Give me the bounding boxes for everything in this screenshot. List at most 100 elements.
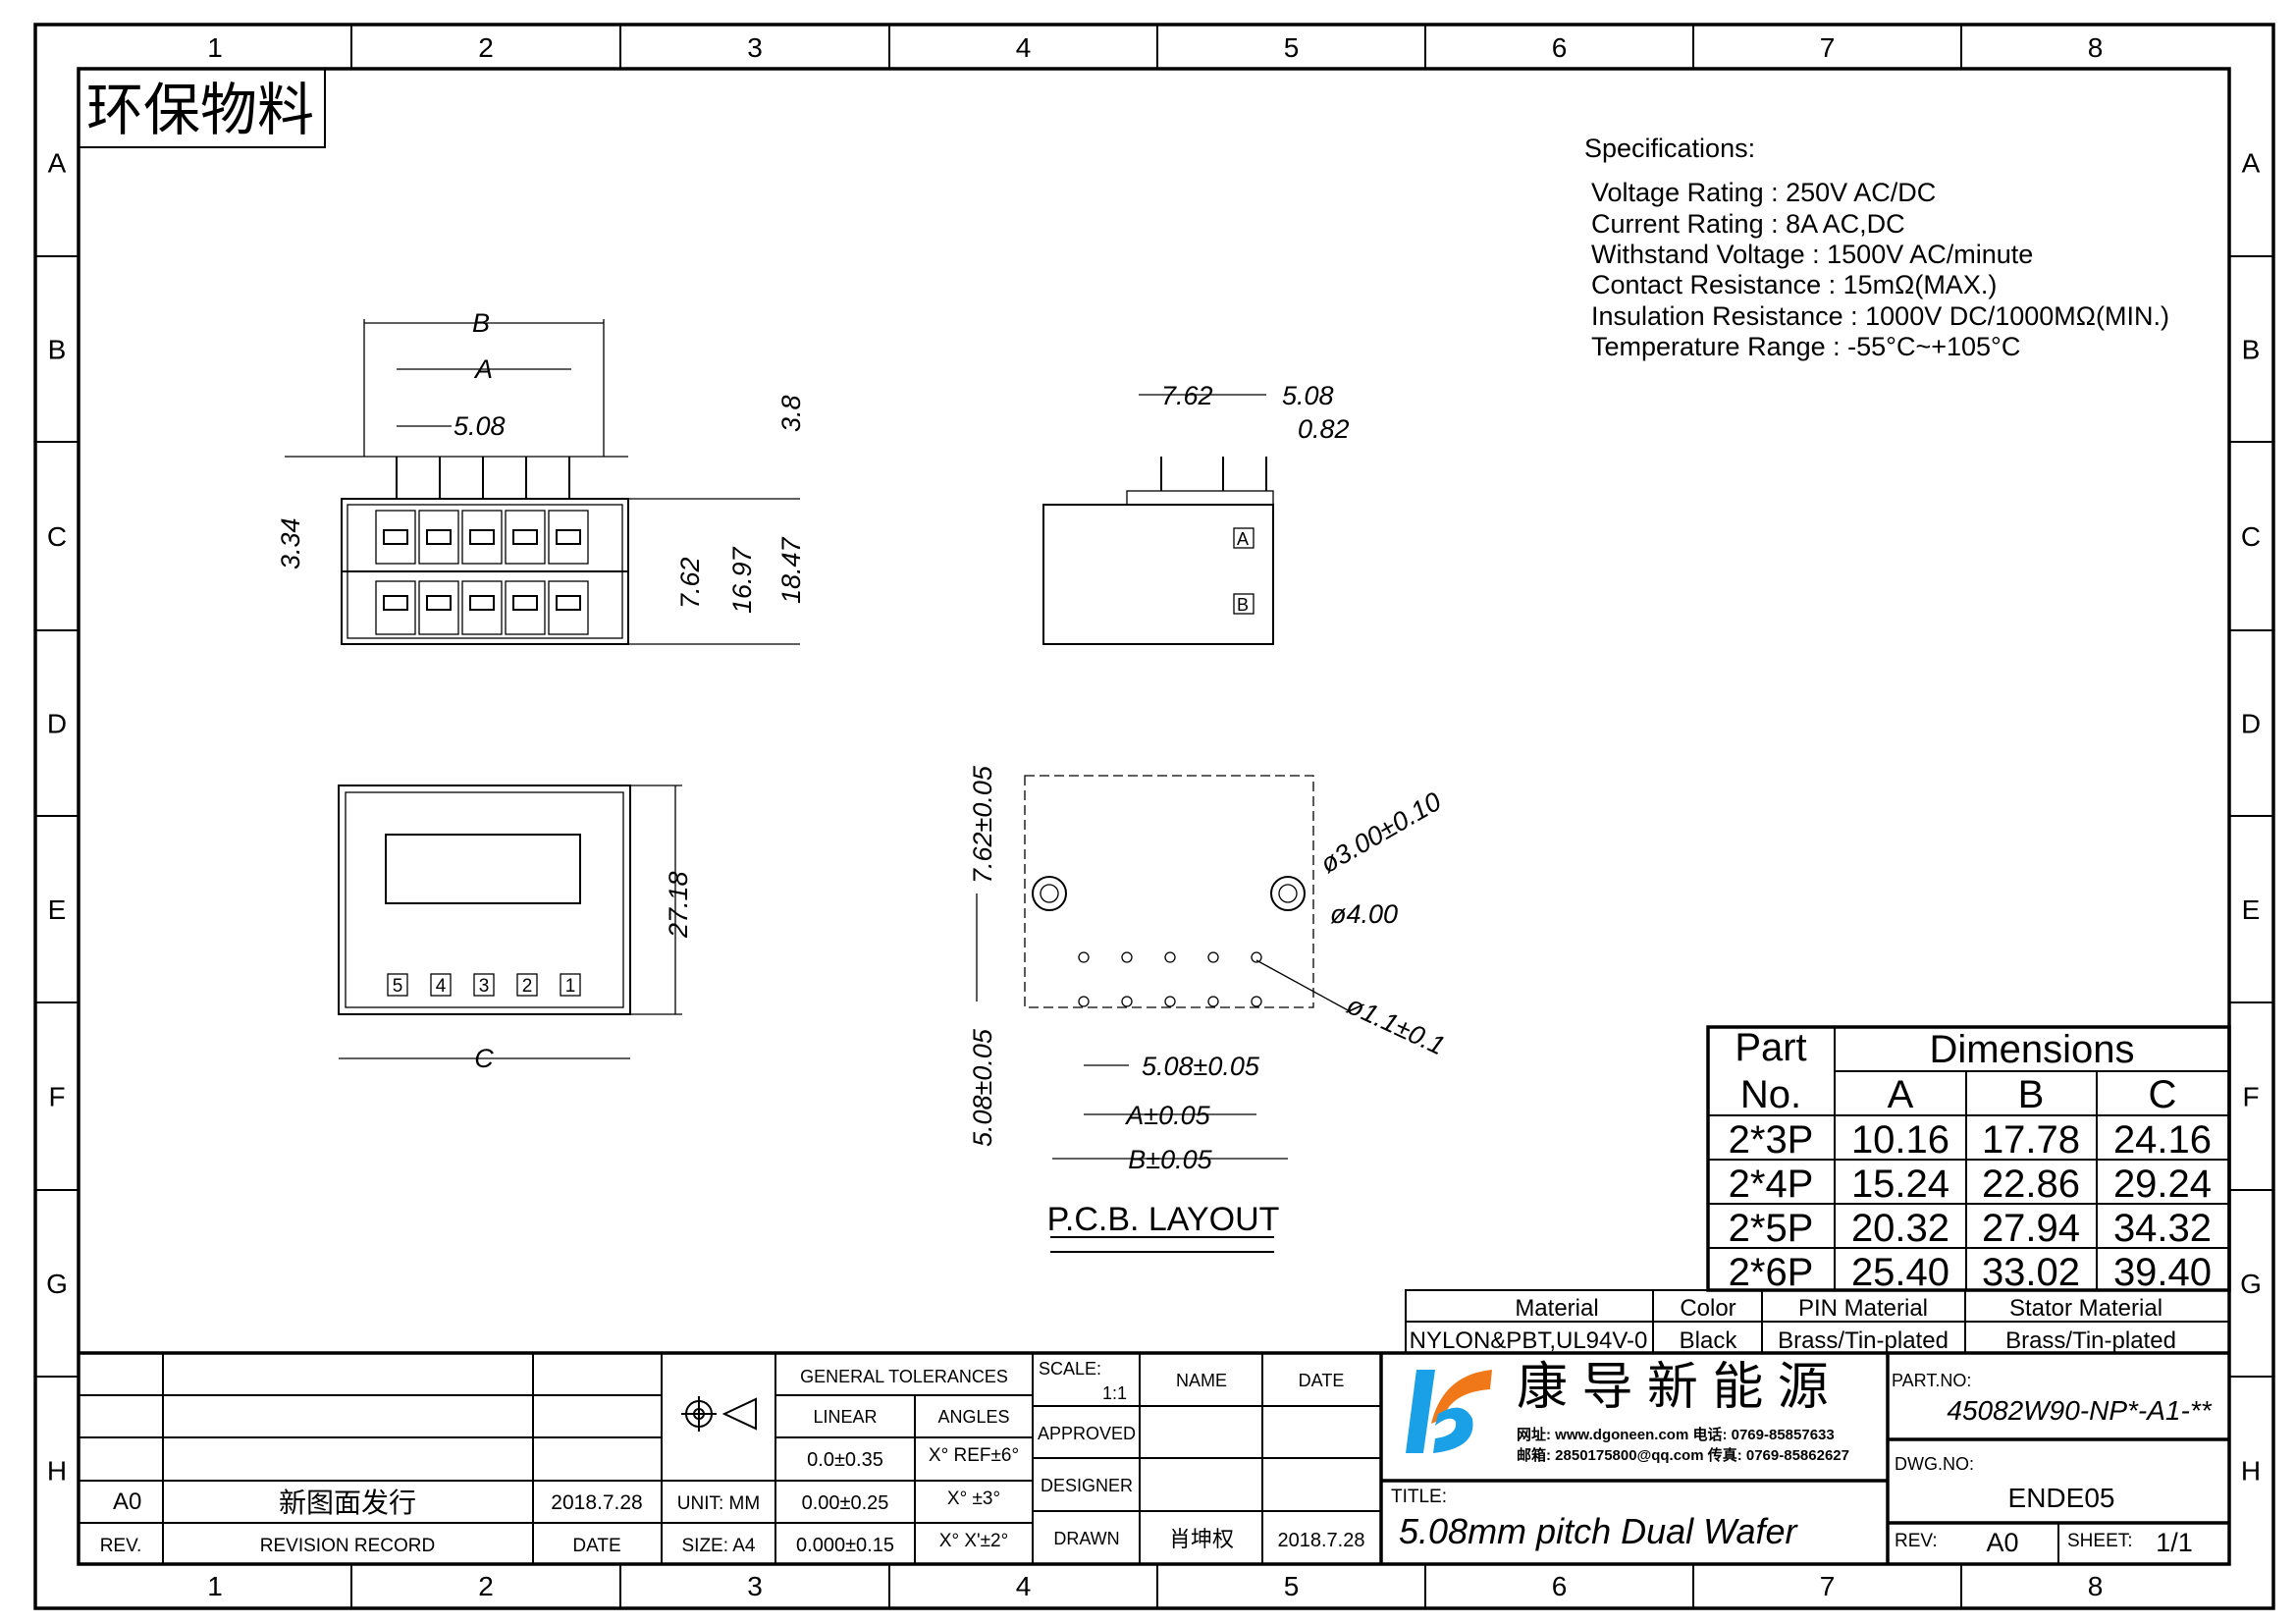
pin-material-value: Brass/Tin-plated [1778,1327,1949,1354]
scale-value: 1:1 [1102,1383,1127,1403]
row-label: D [2241,709,2261,739]
contact-pin [556,529,581,545]
rev-value: A0 [1986,1528,2018,1557]
contact-cavity [505,510,546,565]
stator-material-value: Brass/Tin-plated [2005,1327,2176,1354]
revision-record-label: REVISION RECORD [260,1536,435,1556]
spec-line: Withstand Voltage : 1500V AC/minute [1591,240,2033,269]
eco-material-stamp: 环保物料 [78,68,326,148]
column-label: 5 [1284,1571,1300,1601]
row-label: G [46,1269,68,1299]
tolerances-title: GENERAL TOLERANCES [800,1367,1008,1386]
part-no: 45082W90-NP*-A1-** [1947,1395,2212,1426]
drawn-date: 2018.7.28 [1278,1530,1365,1551]
column-label: 4 [1016,32,1032,63]
column-label: 4 [1016,1571,1032,1601]
header-col-c: C [2149,1073,2177,1116]
pcb-pin-hole [1251,996,1262,1007]
contact-cavity [548,580,589,635]
table-cell: 29.24 [2113,1163,2212,1206]
pcb-pin-hole [1121,996,1133,1007]
pcb-layout-title: P.C.B. LAYOUT [1047,1201,1280,1238]
column-label: 2 [478,1571,494,1601]
row-label: H [47,1456,67,1487]
contact-cavity [461,510,503,565]
contact-pin [383,529,408,545]
row-label: F [48,1082,65,1112]
pin-number-box [430,973,452,997]
row-label: C [2241,521,2261,552]
row-label: A [2242,148,2261,179]
header-part: Part [1735,1026,1806,1069]
title-block: A0 新图面发行 2018.7.28 REV. REVISION RECORD … [79,1351,2229,1564]
column-label: 5 [1284,32,1300,63]
pin-number-box [387,973,408,997]
dim-5-08-tol-v: 5.08±0.05 [968,1028,997,1147]
row-label: C [47,521,67,552]
specifications: Specifications: Voltage Rating : 250V AC… [1584,134,2169,361]
contact-pin [469,529,495,545]
spec-line: Temperature Range : -55°C~+105°C [1591,332,2020,361]
contact-pin [383,595,408,611]
pcb-pin-hole [1251,951,1262,963]
dim-hole-4: ø4.00 [1330,899,1398,929]
pin-number: 2 [522,976,533,997]
dim-7-62-tol: 7.62±0.05 [968,765,997,884]
dim-pitch: 5.08 [454,411,506,441]
contact-cavity [548,510,589,565]
scale-label: SCALE: [1039,1359,1101,1379]
spec-line: Insulation Resistance : 1000V DC/1000MΩ(… [1591,301,2169,331]
table-cell: 34.32 [2113,1207,2212,1250]
linear-tol-1: 0.0±0.35 [807,1449,883,1471]
linear-tol-3: 0.000±0.15 [796,1535,894,1556]
revision-record-entry: 新图面发行 [279,1488,416,1518]
row-label: D [47,709,67,739]
company-contact: 邮箱: 2850175800@qq.com 传真: 0769-85862627 [1517,1446,1849,1464]
dwg-no-label: DWG.NO: [1895,1454,1974,1474]
angle-tol-1: X° REF±6° [929,1445,1019,1466]
revision-date-entry: 2018.7.28 [551,1491,642,1514]
pin-number-box [516,973,538,997]
spec-line: Current Rating : 8A AC,DC [1591,209,1905,239]
contact-pin [426,595,452,611]
linear-tol-2: 0.00±0.25 [802,1492,889,1514]
materials-table: Material Color PIN Material Stator Mater… [1405,1289,2230,1354]
angle-tol-3: X° X'±2° [939,1531,1008,1551]
approved-label: APPROVED [1038,1424,1136,1443]
name-label: NAME [1176,1371,1227,1390]
row-label: B [48,335,67,365]
row-label: E [48,894,67,925]
pcb-pin-hole [1207,996,1219,1007]
rev-label: REV. [100,1536,142,1556]
drawing-title: 5.08mm pitch Dual Wafer [1399,1511,1799,1551]
dim-7-62: 7.62 [1161,381,1213,410]
projection-symbol-icon [681,1396,757,1432]
unit-label: UNIT: MM [677,1493,760,1514]
pcb-pin-hole [1164,951,1176,963]
pcb-pin-hole [1121,951,1133,963]
dim-5-08-tol: 5.08±0.05 [1142,1052,1260,1081]
table-row-part: 2*4P [1729,1163,1814,1206]
table-cell: 27.94 [1982,1207,2080,1250]
sheet-value: 1/1 [2156,1528,2193,1557]
top-view-drawing: B A 5.08 3.34 7.62 16.97 18.47 3.8 [276,308,806,645]
column-label: 8 [2088,32,2104,63]
pcb-pin-hole [1078,951,1090,963]
dim-c: C [474,1044,494,1073]
dim-7-62: 7.62 [675,557,705,609]
pin-number: 5 [393,976,403,997]
dim-a-tol: A±0.05 [1124,1101,1210,1130]
table-cell: 39.40 [2113,1251,2212,1294]
rev-entry: A0 [113,1489,141,1515]
company-contact: 网址: www.dgoneen.com 电话: 0769-85857633 [1517,1426,1835,1443]
dim-0-82: 0.82 [1298,414,1350,444]
dim-a: A [473,354,493,384]
company-logo [1406,1370,1492,1453]
pin-material-header: PIN Material [1798,1295,1928,1322]
dim-5-08: 5.08 [1282,381,1334,410]
sheet-label: SHEET: [2067,1531,2133,1551]
contact-pin [469,595,495,611]
